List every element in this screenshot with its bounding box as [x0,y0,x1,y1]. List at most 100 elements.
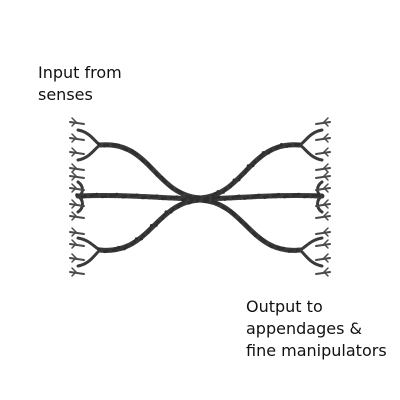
texture-dot [152,194,156,198]
input-twig [69,167,85,171]
texture-dot [97,142,101,146]
texture-dot [269,148,273,152]
texture-dot [216,201,220,205]
texture-dot [274,146,278,150]
texture-dot [125,245,129,249]
output-twig-fork [323,175,329,181]
texture-dot [161,178,166,182]
texture-dot [217,195,221,199]
secondary-branch [298,236,324,252]
texture-dot [101,195,105,199]
input-twig-fork [71,253,77,259]
texture-dot [225,196,229,201]
texture-dot [134,237,139,241]
texture-dot [245,167,249,171]
texture-dot [271,194,275,198]
texture-dot [317,193,321,197]
texture-dot [161,197,165,201]
output-twig-fork [323,121,329,127]
output-twig [315,187,331,191]
main-branch-texture [199,145,301,201]
output-twig-fork [323,215,329,221]
texture-dot [129,194,133,198]
output-twig-fork [323,203,329,209]
input-twig-fork [71,199,77,205]
texture-dot [146,161,150,165]
input-twig-fork [71,187,77,193]
output-twig [315,231,331,235]
texture-dot [177,190,182,194]
texture-dot [257,193,261,197]
texture-dot [146,230,150,234]
output-twig-fork [323,243,329,249]
texture-dot [214,196,218,200]
texture-dot [213,192,218,196]
texture-dot [180,191,184,195]
input-twig [69,175,85,179]
texture-dot [154,171,158,175]
texture-dots [75,142,321,254]
texture-dot [243,196,247,200]
texture-dot [160,175,164,180]
texture-dot [135,193,139,197]
texture-dot [297,192,301,196]
texture-dot [123,194,127,199]
texture-dot [81,195,85,199]
output-twig-fork [323,187,329,193]
texture-dot [268,243,272,248]
main-branch [197,142,303,201]
texture-dot [147,163,152,168]
input-twig-fork [71,215,77,221]
texture-dot [245,195,249,200]
texture-dot [243,171,247,175]
input-twig-fork [71,151,77,157]
texture-dot [251,163,255,168]
texture-dot [211,194,215,198]
texture-dot [237,194,241,198]
input-twig-fork [71,203,77,209]
texture-dot [279,143,284,147]
texture-dot [246,164,250,168]
texture-dot [149,224,154,228]
output-twig-fork [323,253,329,259]
main-branch [97,142,203,201]
input-twig-fork [71,267,77,273]
texture-dot [295,248,299,252]
output-twig-fork [323,257,329,263]
texture-dot [277,192,281,197]
input-twig [69,271,85,275]
texture-dot [164,210,168,214]
texture-dot [262,195,267,199]
texture-dot [179,202,183,206]
texture-dot [285,144,289,148]
output-twig-fork [323,239,329,245]
input-twig-fork [71,175,77,181]
texture-dot [156,220,160,224]
texture-dot [115,192,119,196]
texture-dot [122,247,126,251]
secondary-branch [298,128,324,147]
texture-dot [257,157,261,161]
texture-dot [216,190,220,194]
texture-dot [97,247,101,251]
input-twig-fork [71,227,77,233]
texture-dot [169,196,173,200]
input-twig [69,243,85,247]
texture-dot [291,193,295,198]
texture-dot [111,143,115,147]
texture-dot [266,151,271,155]
output-twig-fork [323,117,329,123]
output-label-line-1: Output to [246,297,323,316]
texture-dot [265,195,269,199]
texture-dot [143,195,147,199]
branch-twigs [69,117,331,277]
input-twig [69,121,85,125]
texture-dot [278,246,282,250]
texture-dot [294,143,298,147]
texture-dot [155,173,159,177]
texture-dot [75,193,79,197]
texture-dot [95,192,99,196]
main-branch-texture [199,195,323,202]
texture-dot [253,160,257,164]
